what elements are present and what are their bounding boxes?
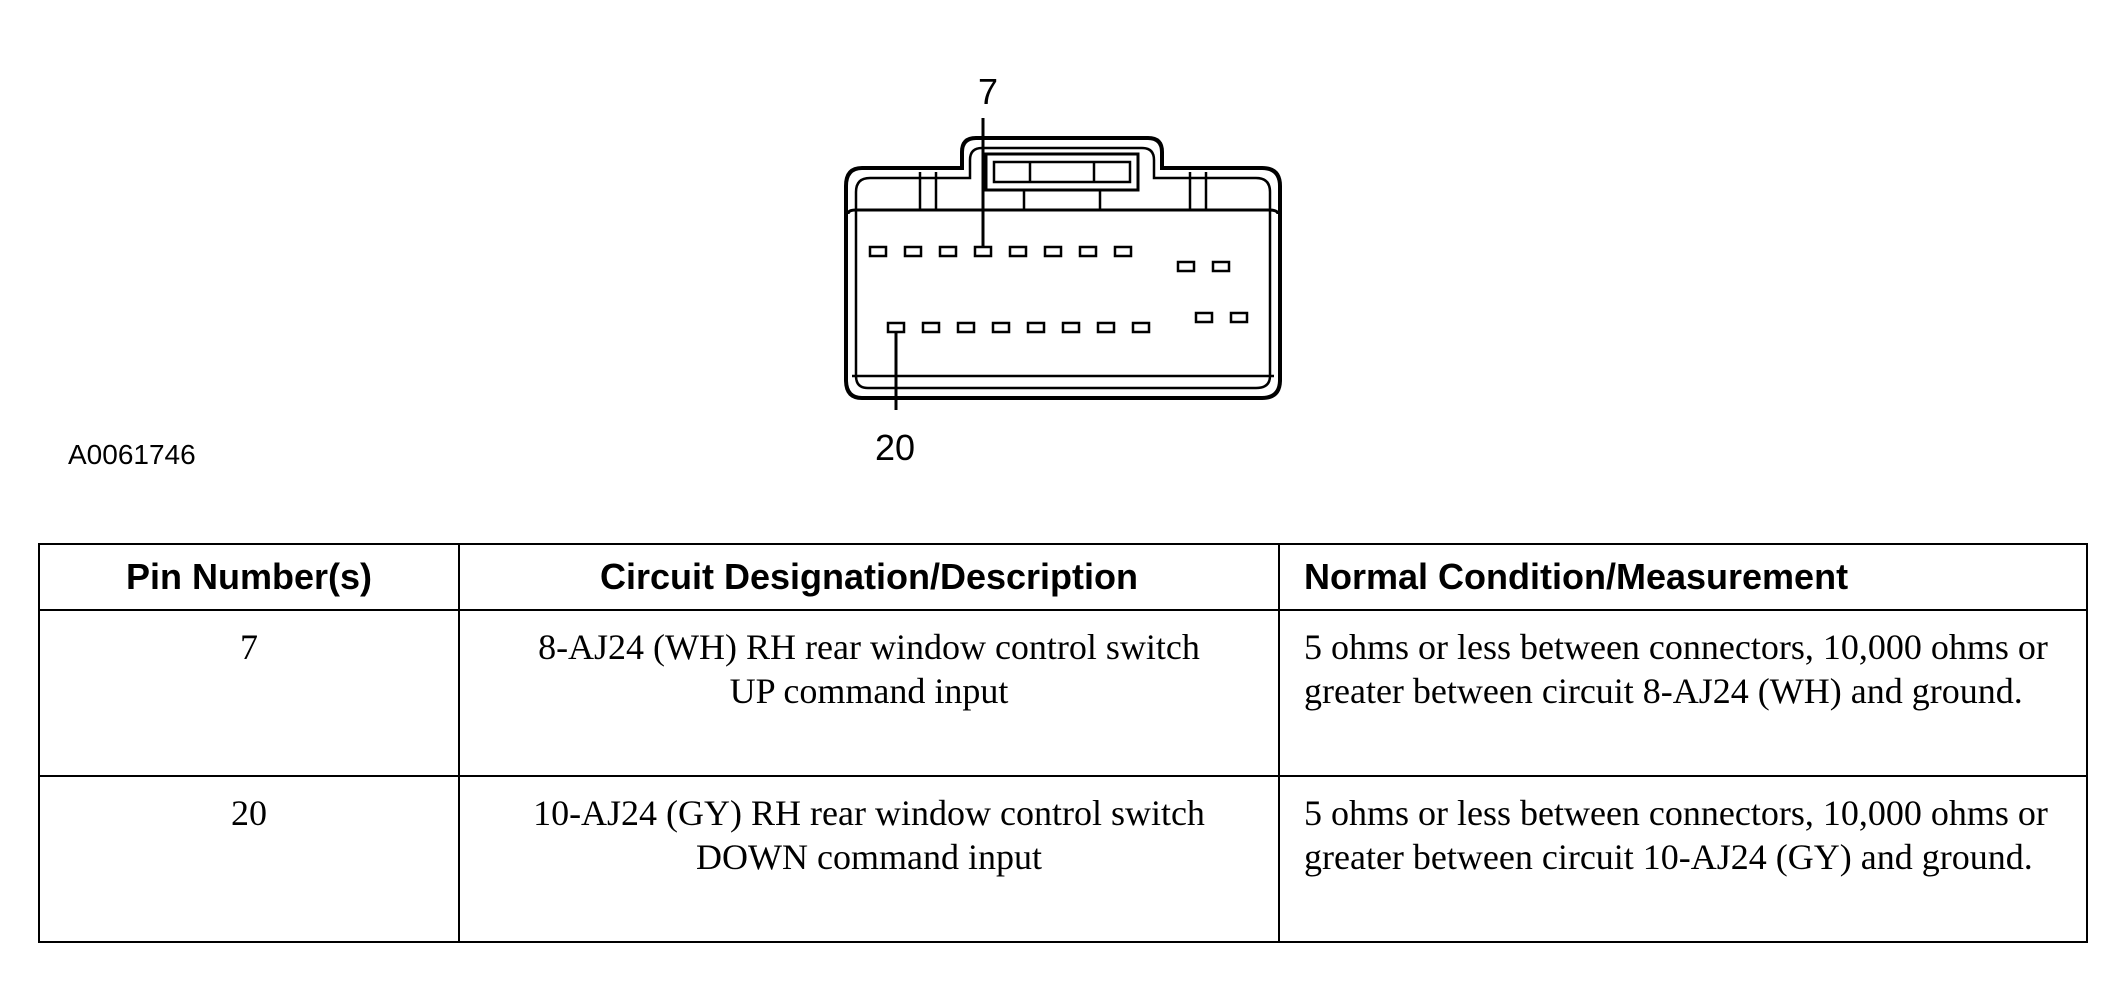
pin-circuit-table: Pin Number(s) Circuit Designation/Descri… [38, 543, 2088, 943]
table-header-row: Pin Number(s) Circuit Designation/Descri… [38, 543, 2088, 611]
figure-id-label: A0061746 [68, 439, 196, 470]
connector-figure: 7 20 A0061746 [68, 71, 1282, 470]
connector-latch [984, 152, 1140, 192]
header-circuit-description: Circuit Designation/Description [458, 543, 1280, 611]
measurement-cell: 5 ohms or less between connectors, 10,00… [1278, 609, 2088, 777]
connector-face-diagram [844, 118, 1282, 410]
circuit-description-cell: 10-AJ24 (GY) RH rear window control swit… [458, 775, 1280, 943]
measurement-cell: 5 ohms or less between connectors, 10,00… [1278, 775, 2088, 943]
circuit-description-cell: 8-AJ24 (WH) RH rear window control switc… [458, 609, 1280, 777]
pin-number-cell: 20 [38, 775, 460, 943]
table-row: 20 10-AJ24 (GY) RH rear window control s… [38, 775, 2088, 943]
connector-housing-outline [844, 136, 1282, 400]
header-pin-numbers: Pin Number(s) [38, 543, 460, 611]
top-row-cavities [868, 245, 1231, 273]
pin-number-cell: 7 [38, 609, 460, 777]
table-row: 7 8-AJ24 (WH) RH rear window control swi… [38, 609, 2088, 777]
pin-7-callout: 7 [977, 71, 999, 112]
header-normal-condition: Normal Condition/Measurement [1278, 543, 2088, 611]
pin-20-callout: 20 [874, 427, 916, 468]
bottom-row-cavities [886, 311, 1249, 334]
connector-housing-inner [854, 146, 1272, 390]
